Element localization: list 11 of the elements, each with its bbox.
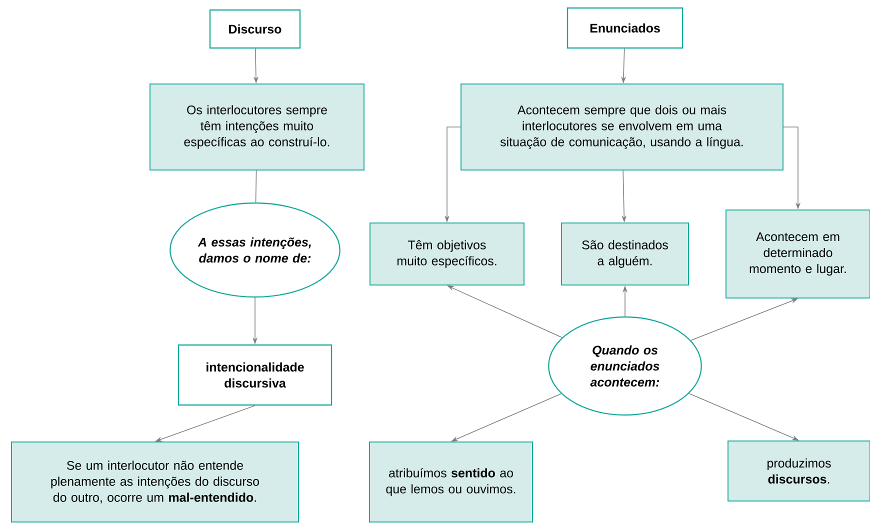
term-box: intencionalidade discursiva: [178, 344, 332, 406]
process-box: Acontecem sempre que dois ou mais interlocutores se envolvem em uma situação de comunicação, usando a língua.: [460, 84, 784, 170]
process-box: atribuímos sentido ao que lemos ou ouvimos.: [369, 442, 533, 522]
title-box: Enunciados: [566, 7, 684, 49]
process-box: produzimos discursos.: [728, 440, 870, 502]
process-box: Os interlocutores sempre têm intenções muito específicas ao construí-lo.: [150, 84, 364, 170]
process-box: Têm objetivos muito específicos.: [370, 222, 524, 286]
process-box: São destinados a alguém.: [561, 222, 689, 286]
process-box: Se um interlocutor não entende plenamente as intenções do discurso do outro, ocorre um mal-entendido.: [11, 442, 299, 522]
process-box: Acontecem em determinado momento e lugar.: [726, 210, 870, 298]
title-box: Discurso: [209, 9, 301, 49]
